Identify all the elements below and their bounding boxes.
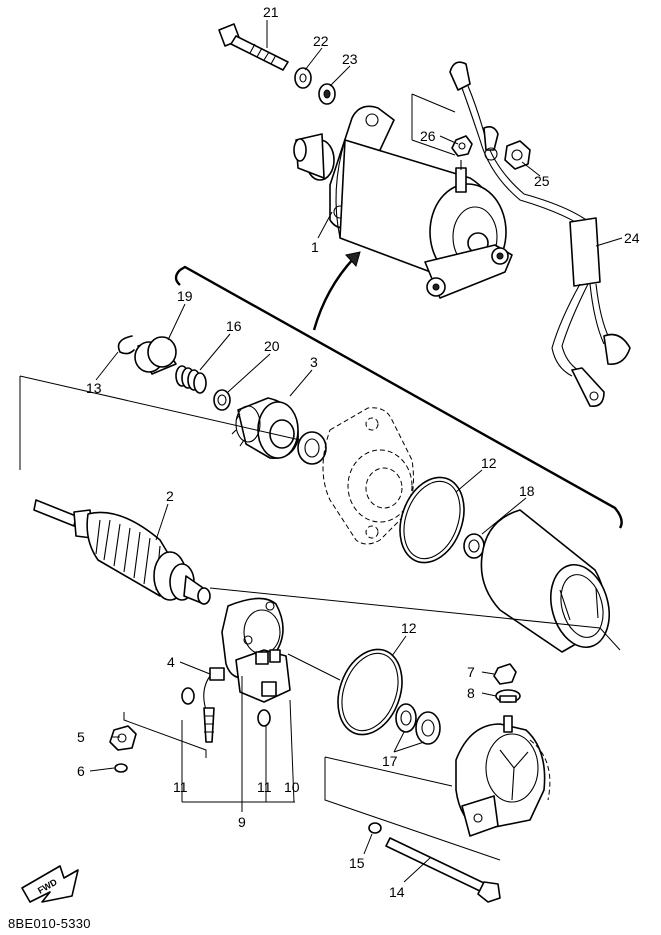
callout-10: 10 (284, 779, 300, 795)
callout-19: 19 (177, 288, 193, 304)
callout-14: 14 (389, 884, 405, 900)
callout-7: 7 (467, 664, 475, 680)
leader-lines (89, 20, 623, 883)
assembly-arrow (312, 257, 355, 331)
terminal-nut[interactable] (493, 663, 517, 685)
callout-4: 4 (167, 654, 175, 670)
o-ring-upper[interactable] (389, 468, 475, 571)
terminal-nut-large[interactable] (504, 140, 531, 170)
yoke-washer[interactable] (463, 533, 485, 559)
reference-lines (19, 375, 621, 861)
callout-3: 3 (310, 354, 318, 370)
callout-6: 6 (77, 763, 85, 779)
through-bolt-washer[interactable] (368, 822, 382, 834)
drawing-code: 8BE010-5330 (8, 916, 91, 931)
callout-9: 9 (238, 814, 246, 830)
callout-2: 2 (166, 488, 174, 504)
mounting-bolt[interactable] (218, 23, 289, 71)
callout-23: 23 (342, 51, 358, 67)
callout-1: 1 (311, 239, 319, 255)
callout-labels: 21 22 23 26 25 24 1 19 16 20 3 13 12 18 … (77, 4, 640, 900)
starter-motor-assembly[interactable] (293, 105, 513, 299)
callout-16: 16 (226, 318, 242, 334)
rear-washer-pair[interactable] (395, 703, 441, 745)
thrust-washer[interactable] (213, 389, 231, 411)
front-cover (322, 407, 414, 545)
fwd-arrow-icon: FWD (21, 865, 79, 903)
small-washer[interactable] (114, 763, 128, 773)
starter-cable[interactable] (449, 61, 631, 408)
callout-13: 13 (86, 380, 102, 396)
lock-washer[interactable] (294, 67, 312, 89)
callout-26: 26 (420, 128, 436, 144)
through-bolt[interactable] (385, 837, 501, 903)
o-ring-lower[interactable] (327, 640, 413, 743)
callout-11-right: 11 (257, 779, 272, 795)
callout-17: 17 (382, 753, 398, 769)
callout-24: 24 (624, 230, 640, 246)
rear-cover-outline (529, 739, 551, 801)
plain-washer[interactable] (318, 83, 336, 105)
insulator-washer-right[interactable] (257, 709, 271, 727)
compression-spring[interactable] (175, 365, 207, 394)
armature[interactable] (33, 499, 211, 605)
hex-nut[interactable] (109, 725, 137, 751)
callout-25: 25 (534, 173, 550, 189)
callout-15: 15 (349, 855, 365, 871)
terminal-bolt[interactable] (495, 689, 521, 703)
spacer-washer[interactable] (297, 431, 327, 465)
brush-holder[interactable] (235, 649, 291, 703)
stopper-collar[interactable] (134, 336, 177, 375)
callout-5: 5 (77, 729, 85, 745)
callout-21: 21 (263, 4, 279, 20)
callout-22: 22 (313, 33, 329, 49)
rear-cover[interactable] (455, 715, 546, 837)
callout-18: 18 (519, 483, 535, 499)
motor-yoke[interactable] (480, 509, 618, 654)
callout-11-left: 11 (173, 779, 188, 795)
terminal-nut-small[interactable] (451, 135, 473, 157)
callout-20: 20 (264, 338, 280, 354)
callout-12-lower: 12 (401, 620, 417, 636)
carbon-brush[interactable] (203, 667, 225, 743)
callout-8: 8 (467, 685, 475, 701)
starter-clutch[interactable] (231, 397, 299, 459)
circlip[interactable] (117, 335, 135, 355)
bracket-line-upper (411, 93, 456, 156)
callout-12-upper: 12 (481, 455, 497, 471)
exploded-view-bracket (179, 265, 623, 529)
insulator-washer-left[interactable] (181, 687, 195, 705)
